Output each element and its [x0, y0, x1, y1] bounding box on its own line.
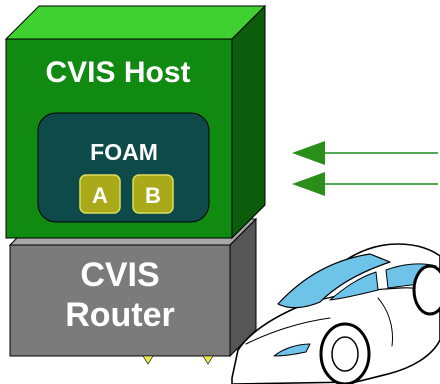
slot-b-label: B: [145, 183, 161, 208]
car-headlight: [273, 343, 311, 357]
connector-mark: [142, 355, 154, 365]
car-front-rim: [331, 336, 359, 372]
router-box: CVIS Router: [8, 217, 258, 358]
car-door-line: [377, 297, 393, 347]
connector-mark: [202, 355, 214, 365]
foam-panel-bg: [37, 112, 210, 223]
car-icon: [231, 243, 440, 384]
host-top-face: [4, 5, 267, 40]
router-connectors: [142, 355, 214, 365]
arrow-left-icon: [292, 172, 325, 196]
router-label-line2: Router: [65, 296, 175, 334]
slot-a-box: [79, 174, 121, 214]
car-windshield: [277, 253, 391, 309]
incoming-arrows: [292, 141, 438, 196]
host-box: CVIS Host FOAM A B: [4, 4, 267, 240]
foam-slot-b: B: [132, 174, 174, 214]
car-hood-line: [245, 317, 331, 345]
car-side-window-front: [329, 271, 379, 301]
foam-panel: FOAM A B: [37, 112, 210, 223]
foam-label: FOAM: [90, 139, 158, 165]
arrow-left-icon: [292, 141, 325, 165]
host-title: CVIS Host: [45, 56, 190, 89]
router-label-line1: CVIS: [80, 256, 159, 294]
host-side-face: [231, 4, 266, 240]
car-rear-wheel: [412, 264, 440, 316]
foam-slot-a: A: [79, 174, 121, 214]
router-front-face: [9, 244, 231, 357]
slot-a-label: A: [92, 183, 108, 208]
slot-b-box: [132, 174, 174, 214]
